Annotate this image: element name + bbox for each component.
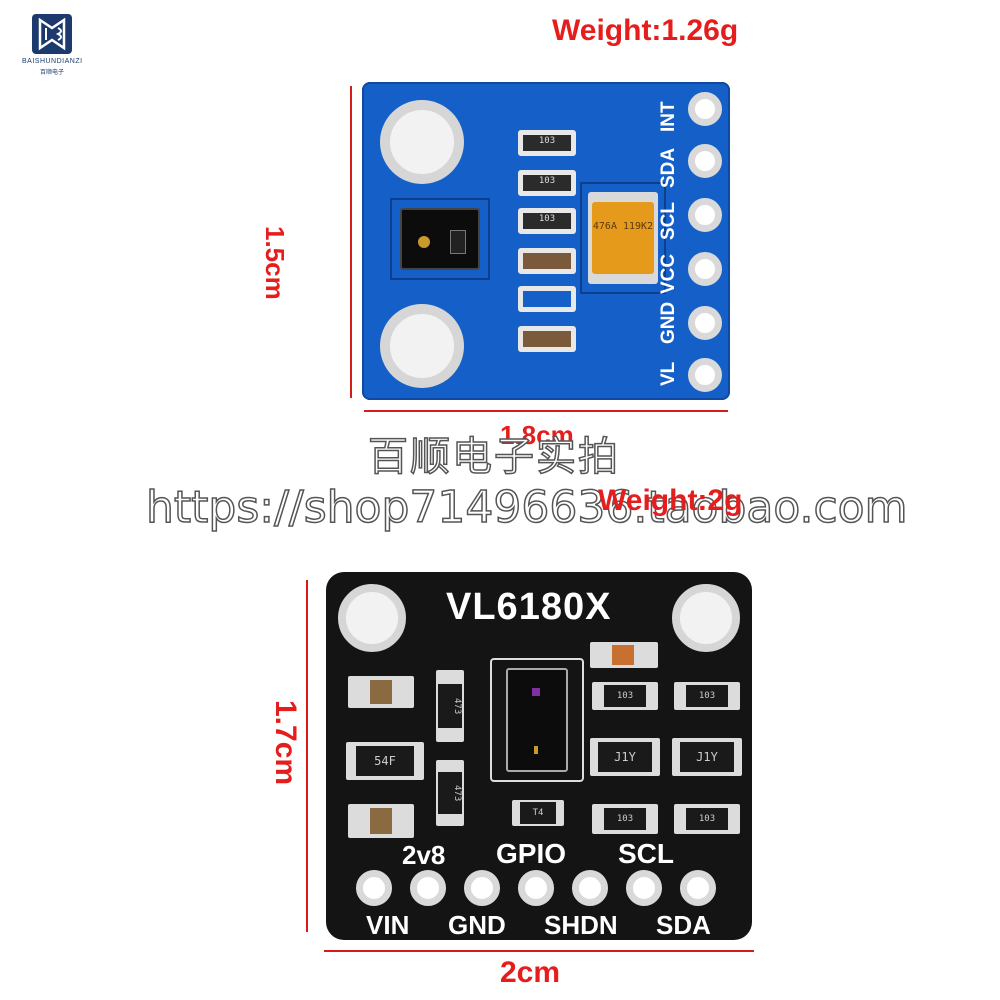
tantalum-pads: 476A 119K2 [588, 192, 658, 284]
mounting-hole [338, 584, 406, 652]
capacitor-pads [348, 676, 414, 708]
board2-weight-label: Weight:2g [598, 484, 743, 517]
resistor-pads: 473 [436, 760, 464, 826]
regulator: T4 [520, 802, 556, 824]
mounting-hole [672, 584, 740, 652]
resistor: 103 [604, 808, 646, 830]
pin-label-2v8: 2v8 [402, 840, 446, 870]
sensor-chip [400, 208, 480, 270]
pin-pad [688, 306, 722, 340]
pin-pad [680, 870, 716, 906]
pin-label-sda: SDA [656, 910, 711, 940]
capacitor-pads [590, 642, 658, 668]
sensor-outline [490, 658, 584, 782]
resistor: 103 [518, 170, 576, 196]
tantalum-capacitor: 476A 119K2 [592, 202, 654, 274]
pin-pad [626, 870, 662, 906]
board1-width-dimension-line [364, 410, 728, 412]
pin-label-int: INT [658, 101, 679, 132]
mounting-hole [380, 100, 464, 184]
pin-pad [356, 870, 392, 906]
transistor-pads: 54F [346, 742, 424, 780]
transistor: 54F [356, 746, 414, 776]
pin-pad [464, 870, 500, 906]
pin-label-scl: SCL [658, 202, 679, 240]
resistor: 103 [686, 685, 728, 707]
pin-label-vcc: VCC [658, 253, 679, 294]
pin-label-shdn: SHDN [544, 910, 618, 940]
logo-brand-cn: 百顺电子 [39, 70, 64, 76]
blue-sensor-board: 103 103 103 476A 119K2 INT SDA SCL VCC G… [362, 82, 730, 400]
sensor-detector-icon [534, 746, 538, 754]
mounting-hole [380, 304, 464, 388]
pin-pad [688, 198, 722, 232]
resistor: 103 [518, 208, 576, 234]
logo-brand-text: BAISHUNDIANZI [22, 58, 83, 65]
board2-width-dimension-line [324, 950, 754, 952]
capacitor [518, 248, 576, 274]
capacitor [370, 808, 392, 834]
pin-label-sda: SDA [658, 147, 679, 188]
resistor-pads: 473 [436, 670, 464, 742]
shop-watermark-url: https://shop71496636.taobao.com [145, 481, 908, 534]
logo-mark-icon [32, 14, 72, 54]
transistor-pads: J1Y [590, 738, 660, 776]
pin-label-vl: VL [658, 361, 679, 386]
pin-pad [688, 358, 722, 392]
resistor: 473 [438, 772, 462, 814]
pin-label-vin: VIN [366, 910, 410, 940]
board2-height-label: 1.7cm [269, 700, 302, 786]
brand-logo: BAISHUNDIANZI 百顺电子 [22, 14, 82, 78]
vl6180x-sensor-chip [506, 668, 568, 772]
pin-pad [688, 92, 722, 126]
capacitor-pads [348, 804, 414, 838]
capacitor [612, 645, 634, 665]
resistor-pads: 103 [592, 682, 658, 710]
pin-label-gnd: GND [658, 301, 679, 344]
board1-height-dimension-line [350, 86, 352, 398]
pin-label-gpio: GPIO [496, 838, 567, 869]
resistor: 103 [686, 808, 728, 830]
resistor-pads: 103 [674, 682, 740, 710]
regulator-pads: T4 [512, 800, 564, 826]
capacitor [370, 680, 392, 704]
sensor-window-icon [450, 230, 466, 254]
sensor-outline [390, 198, 490, 280]
shop-watermark-cn: 百顺电子实拍 [367, 433, 620, 481]
pin-pad [688, 252, 722, 286]
pin-label-gnd: GND [448, 910, 506, 940]
pin-pad [688, 144, 722, 178]
sensor-lens-icon [418, 236, 430, 248]
board1-weight-label: Weight:1.26g [552, 14, 739, 47]
resistor: 103 [604, 685, 646, 707]
black-vl6180x-board: VL6180X 473 54F 473 T4 103 103 J1Y J1Y 1… [326, 572, 752, 940]
transistor: J1Y [598, 742, 652, 772]
board2-height-dimension-line [306, 580, 308, 932]
board2-width-label: 2cm [500, 956, 561, 989]
pin-pad [518, 870, 554, 906]
tantalum-outline [580, 182, 666, 294]
board1-height-label: 1.5cm [260, 226, 290, 300]
transistor-pads: J1Y [672, 738, 742, 776]
empty-pad [518, 286, 576, 312]
resistor: 473 [438, 684, 462, 728]
board-title: VL6180X [446, 586, 612, 628]
pin-label-scl: SCL [618, 838, 674, 869]
sensor-emitter-icon [532, 688, 540, 696]
resistor-pads: 103 [674, 804, 740, 834]
pin-pad [572, 870, 608, 906]
capacitor [518, 326, 576, 352]
pin-pad [410, 870, 446, 906]
board1-width-label: 1.8cm [500, 420, 574, 450]
transistor: J1Y [680, 742, 734, 772]
resistor: 103 [518, 130, 576, 156]
resistor-pads: 103 [592, 804, 658, 834]
